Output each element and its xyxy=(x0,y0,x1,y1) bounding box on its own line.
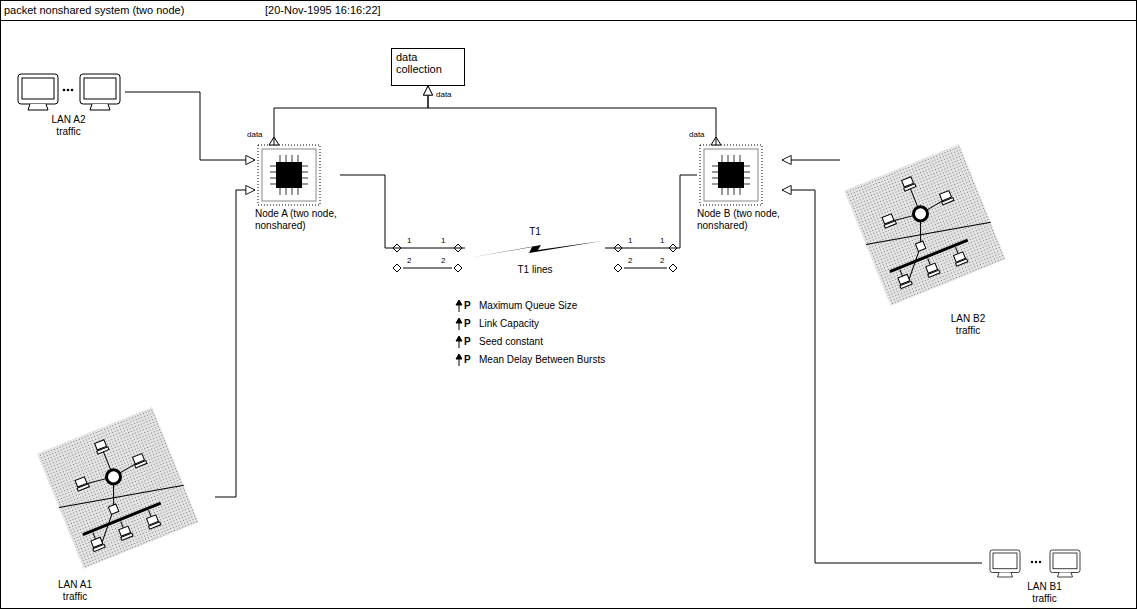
parameter-name: Link Capacity xyxy=(479,318,539,330)
traffic-source: LAN B1 traffic xyxy=(982,548,1107,605)
parameter-marker: P xyxy=(464,300,471,312)
parameter-marker: P xyxy=(464,354,471,366)
signal-connector xyxy=(274,86,428,145)
t1-trunk-line xyxy=(605,175,697,248)
node-label: Node A (two node, nonshared) xyxy=(255,208,340,232)
parameter-marker: P xyxy=(464,318,471,330)
parameter-name: Mean Delay Between Bursts xyxy=(479,354,605,366)
signal-connector xyxy=(125,92,255,160)
signal-connector xyxy=(215,190,255,497)
port-number: 2 xyxy=(660,256,664,265)
node-label: T1 xyxy=(529,226,541,238)
workstation-icons xyxy=(18,74,1080,577)
node-label: Node B (two node, nonshared) xyxy=(697,208,782,232)
t1-link: T1 T1 lines xyxy=(465,226,605,276)
port-number: 2 xyxy=(441,256,445,265)
lan-cluster-illustration xyxy=(37,144,1005,568)
port-number: 1 xyxy=(407,236,411,245)
output-port-triangle xyxy=(269,137,721,145)
signal-connector xyxy=(782,160,840,161)
t1-lightning xyxy=(468,241,602,258)
parameter-name: Maximum Queue Size xyxy=(479,300,577,312)
data-collector-box: data collection xyxy=(391,48,465,86)
window-title: packet nonshared system (two node) xyxy=(4,4,184,17)
node-label: LAN A1 traffic xyxy=(50,579,100,603)
switch-node: Node A (two node, nonshared) xyxy=(255,145,340,232)
node-label: T1 lines xyxy=(517,264,552,276)
port-name: data xyxy=(436,90,452,99)
port-number: 1 xyxy=(441,236,445,245)
parameter-arrow xyxy=(456,300,462,366)
signal-connector xyxy=(428,86,716,145)
title-bar-rule xyxy=(0,20,1137,21)
traffic-source: LAN A1 traffic xyxy=(20,395,215,603)
node-label: data collection xyxy=(396,51,460,75)
traffic-source: LAN A2 traffic xyxy=(12,72,125,138)
port-name: data xyxy=(247,130,263,139)
port-name: data xyxy=(689,130,705,139)
node-label: LAN A2 traffic xyxy=(44,114,94,138)
node-label: LAN B2 traffic xyxy=(943,313,993,337)
t1-trunk-line xyxy=(340,175,465,248)
port-number: 1 xyxy=(628,236,632,245)
node-label: LAN B1 traffic xyxy=(1020,581,1070,605)
port-number: 2 xyxy=(628,256,632,265)
parameter-marker: P xyxy=(464,336,471,348)
port-number: 2 xyxy=(407,256,411,265)
port-number: 1 xyxy=(660,236,664,245)
timestamp: [20-Nov-1995 16:16:22] xyxy=(265,4,381,17)
parameter-name: Seed constant xyxy=(479,336,543,348)
signal-connector xyxy=(782,190,982,563)
traffic-source: LAN B2 traffic xyxy=(840,140,1015,337)
switch-node: Node B (two node, nonshared) xyxy=(697,145,782,232)
